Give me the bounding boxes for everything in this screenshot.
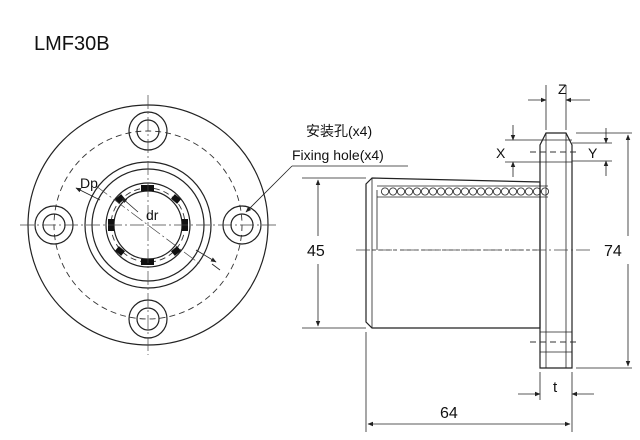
dim-z-label: Z bbox=[558, 81, 567, 97]
ball-row bbox=[377, 185, 548, 198]
ball bbox=[468, 187, 477, 196]
ball bbox=[452, 187, 461, 196]
ball bbox=[404, 187, 413, 196]
ball bbox=[420, 187, 429, 196]
ball bbox=[388, 187, 397, 196]
front-view: Dp dr bbox=[20, 95, 276, 355]
side-view bbox=[356, 132, 590, 369]
dim-45-label: 45 bbox=[307, 243, 325, 260]
ball bbox=[492, 187, 501, 196]
dimensions: Z X Y 45 74 t 64 bbox=[302, 81, 632, 432]
fixing-hole-callout: 安装孔(x4) Fixing hole(x4) bbox=[245, 123, 408, 213]
dim-64-label: 64 bbox=[440, 405, 458, 422]
ball bbox=[525, 187, 534, 196]
ball bbox=[484, 187, 493, 196]
ball bbox=[508, 187, 517, 196]
ball bbox=[517, 187, 526, 196]
dim-74-label: 74 bbox=[604, 243, 622, 260]
ball bbox=[541, 187, 550, 196]
callout-chinese: 安装孔(x4) bbox=[306, 123, 372, 139]
part-number-title: LMF30B bbox=[34, 33, 110, 55]
ball bbox=[476, 187, 485, 196]
ball bbox=[428, 187, 437, 196]
ball bbox=[380, 187, 389, 196]
balls bbox=[380, 187, 550, 196]
ball bbox=[436, 187, 445, 196]
ball bbox=[396, 187, 405, 196]
ball bbox=[460, 187, 469, 196]
ball bbox=[500, 187, 509, 196]
ball bbox=[412, 187, 421, 196]
ball bbox=[533, 187, 542, 196]
dim-t-label: t bbox=[553, 379, 558, 396]
ball bbox=[444, 187, 453, 196]
dim-x-label: X bbox=[496, 145, 506, 161]
dr-label: dr bbox=[146, 207, 159, 223]
callout-english: Fixing hole(x4) bbox=[292, 147, 384, 163]
dp-label: Dp bbox=[80, 175, 98, 191]
dim-y-label: Y bbox=[588, 145, 598, 161]
